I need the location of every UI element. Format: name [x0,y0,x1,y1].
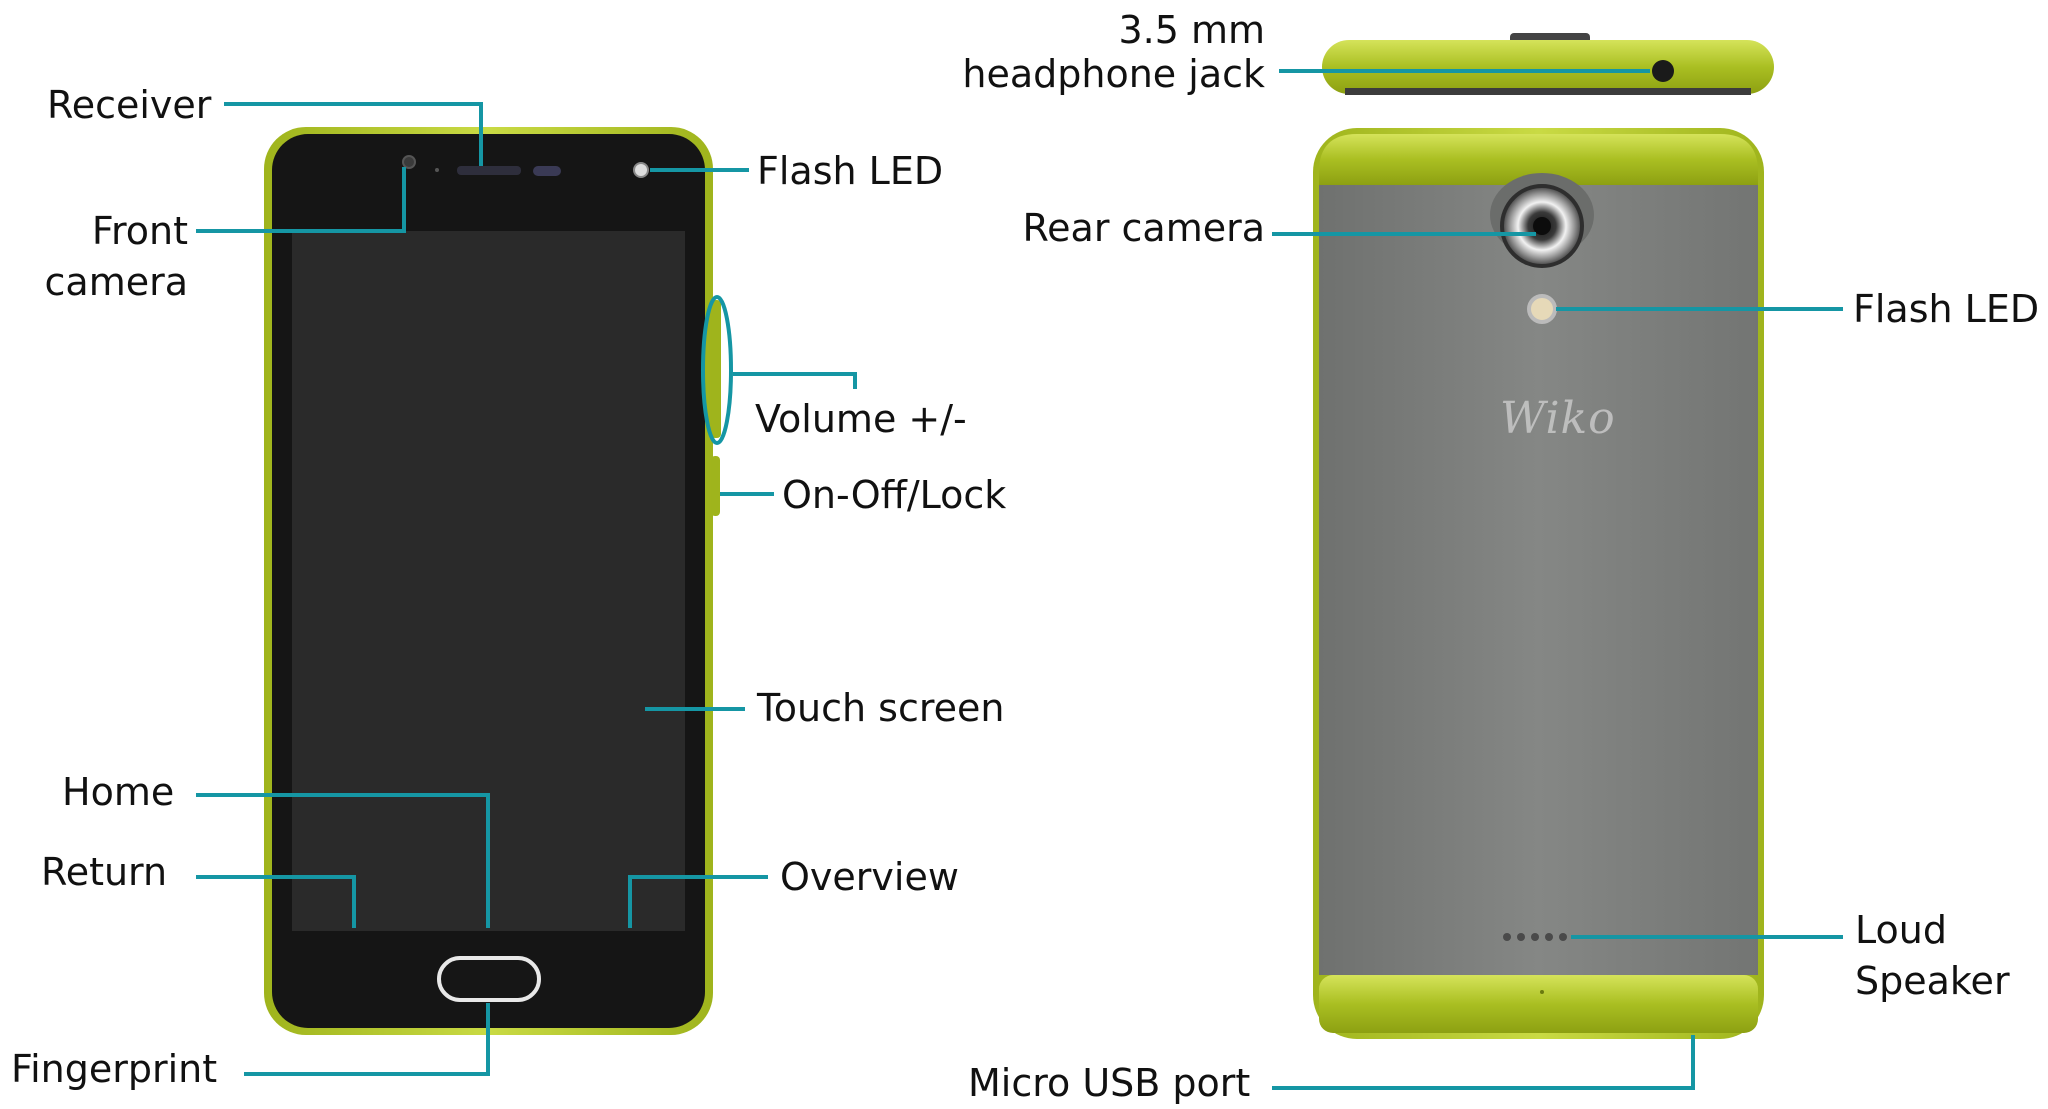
back-phone [1313,128,1764,1039]
front-flash-led-label: Flash LED [757,149,944,193]
sensor-dot [435,168,439,172]
rear-camera-label: Rear camera [1022,206,1265,250]
fingerprint-label: Fingerprint [11,1047,218,1091]
return-label: Return [41,850,168,894]
wiko-logo: Wiko [1500,393,1616,444]
loud-speaker-label-line2: Speaker [1855,959,2010,1003]
rear-flash-led-icon [1527,294,1557,324]
proximity-sensor [533,166,561,176]
power-button [711,456,720,516]
overview-leader [628,875,768,928]
fingerprint-sensor [437,956,541,1002]
on-off-lock-label: On-Off/Lock [782,473,1007,517]
top-edge-phone [1322,33,1774,95]
home-label: Home [62,770,175,814]
headphone-jack-hole [1652,60,1674,82]
loud-speaker-grille [1503,933,1567,941]
top-edge-dark-strip [1345,88,1751,95]
fingerprint-leader [244,1003,490,1076]
overview-label: Overview [780,855,959,899]
back-upper-band [1319,134,1758,185]
front-flash-led-icon [633,162,649,178]
speaker-hole [1503,933,1511,941]
rear-flash-led-label: Flash LED [1853,287,2040,331]
volume-leader [733,372,857,389]
rear-camera-lens-center [1533,217,1551,235]
micro-usb-label: Micro USB port [968,1061,1251,1105]
top-edge-body [1322,40,1774,94]
volume-highlight-ring [701,295,733,445]
front-camera-label-line2: camera [44,260,188,304]
receiver-grille [457,166,521,175]
back-mic-dot [1540,990,1544,994]
back-lower-band [1319,975,1758,1033]
speaker-hole [1559,933,1567,941]
headphone-jack-label-line1: 3.5 mm [1118,8,1265,52]
front-camera-leader [196,167,406,233]
speaker-hole [1517,933,1525,941]
touch-screen-label: Touch screen [757,686,1005,730]
leader-lines [196,69,1843,1090]
micro-usb-leader [1272,1035,1695,1090]
loud-speaker-label-line1: Loud [1855,908,1947,952]
return-leader [196,875,356,928]
receiver-label: Receiver [47,83,212,127]
home-leader [196,793,490,928]
speaker-hole [1531,933,1539,941]
volume-label: Volume +/- [755,397,967,441]
front-camera-icon [402,155,416,169]
speaker-hole [1545,933,1553,941]
receiver-leader [224,102,483,166]
headphone-jack-label-line2: headphone jack [962,52,1265,96]
volume-rocker [711,300,721,438]
front-camera-label-line1: Front [91,209,188,253]
front-phone [264,127,733,1035]
